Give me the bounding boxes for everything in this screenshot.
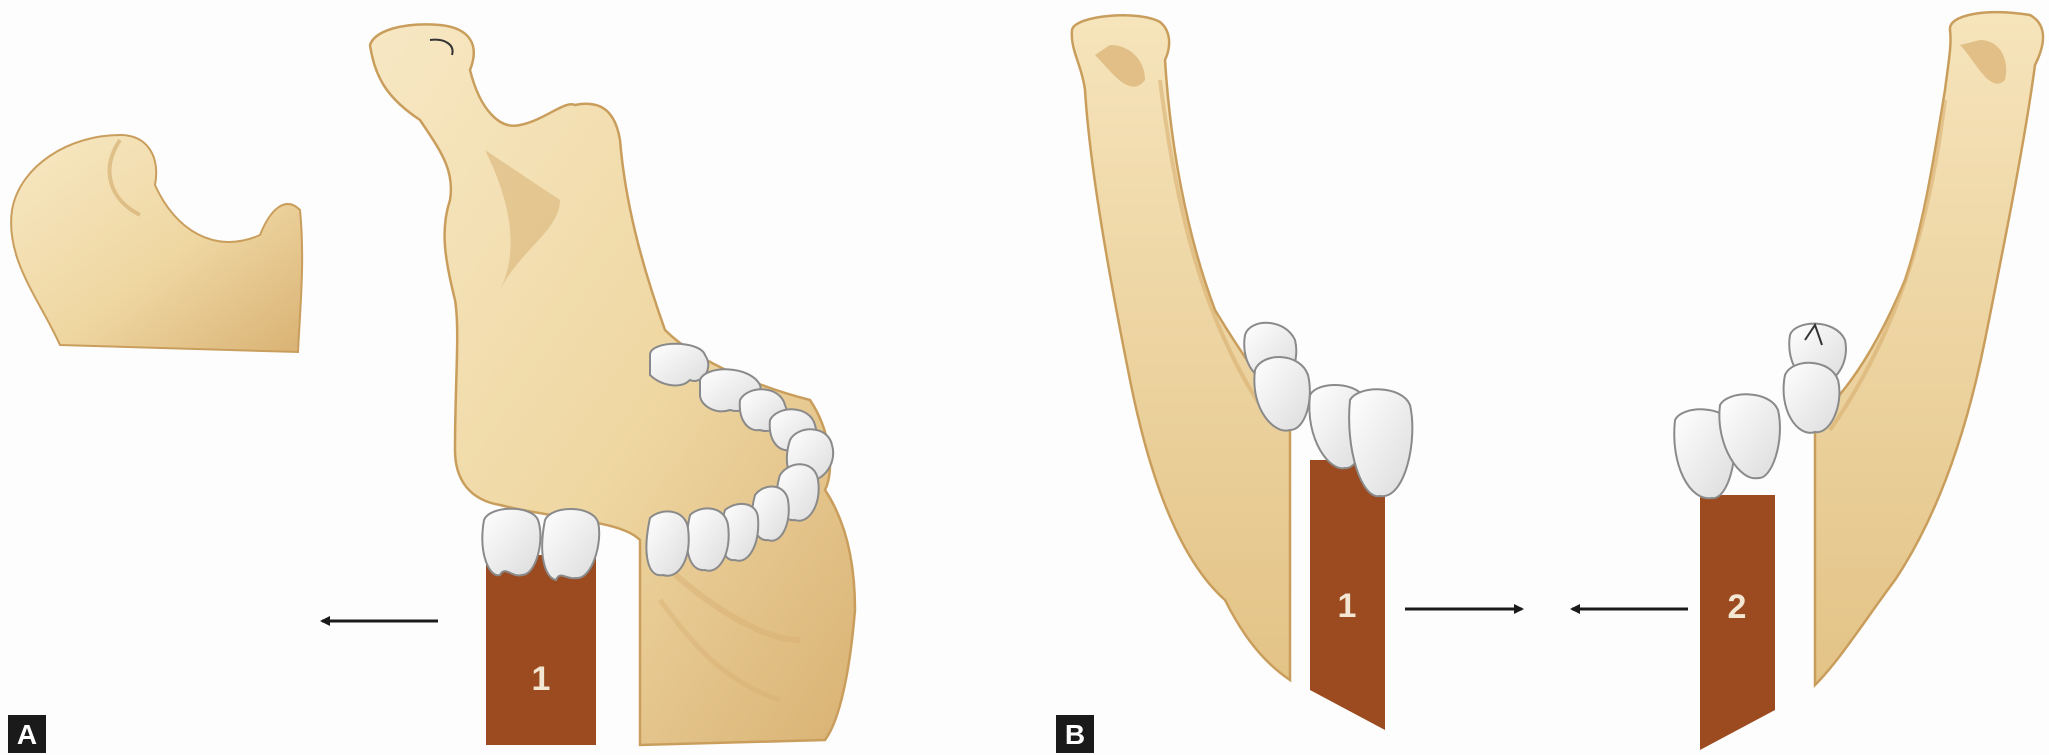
bone-block-b2: 2 bbox=[1700, 495, 1775, 750]
block-number-b1: 1 bbox=[1338, 587, 1357, 625]
panel-label-a: A bbox=[8, 715, 46, 753]
panel-a: 1 A bbox=[8, 24, 855, 753]
svg-text:B: B bbox=[1065, 719, 1085, 750]
block-number-b2: 2 bbox=[1728, 588, 1747, 626]
svg-text:A: A bbox=[17, 719, 37, 750]
bone-block-a: 1 bbox=[486, 555, 596, 745]
panel-b: 1 2 B bbox=[1056, 12, 2043, 753]
bone-block-b1: 1 bbox=[1310, 460, 1385, 730]
block-b2-teeth bbox=[1674, 394, 1780, 498]
mandible-right-half bbox=[1815, 12, 2043, 685]
block-number-a: 1 bbox=[532, 660, 551, 698]
panel-label-b: B bbox=[1056, 715, 1094, 753]
ramus-fragment bbox=[11, 135, 302, 352]
